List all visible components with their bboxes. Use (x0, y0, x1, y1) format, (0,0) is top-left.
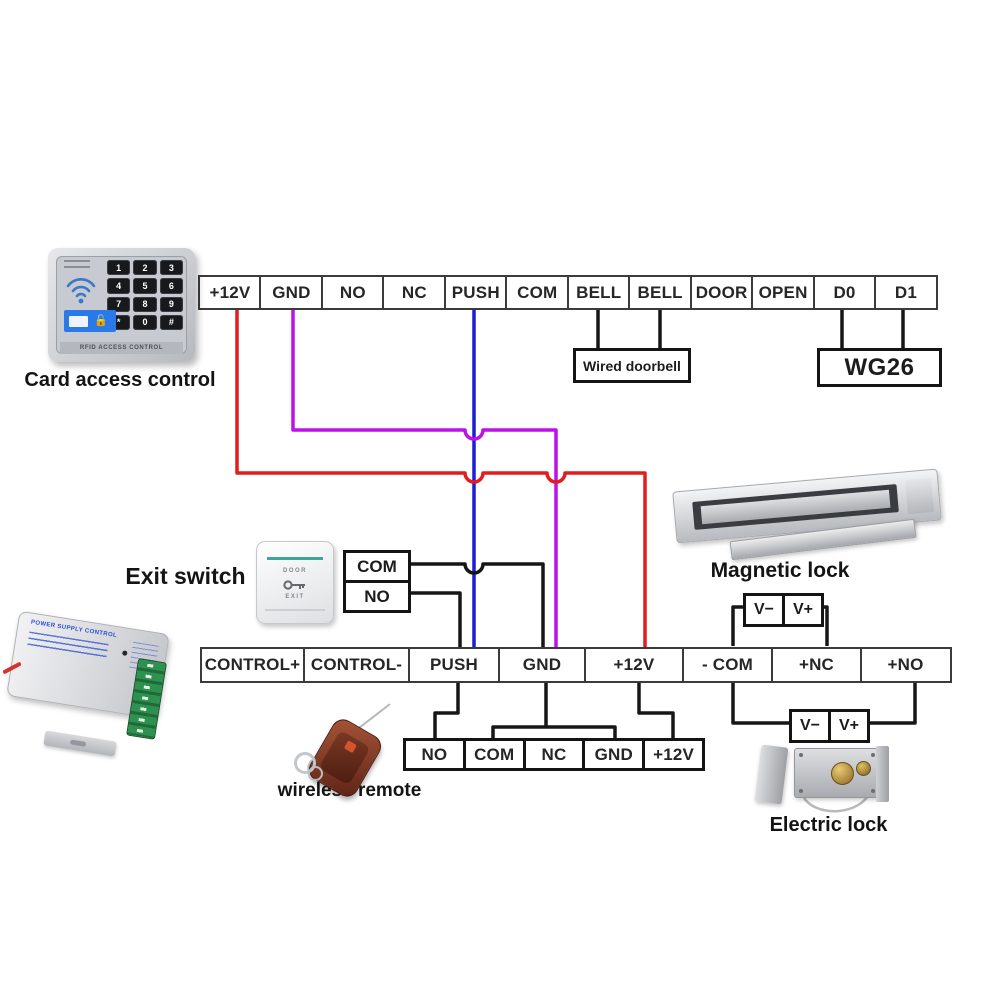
power-supply-unit: POWER SUPPLY CONTROL (2, 608, 179, 768)
keypad-key: 8 (133, 296, 157, 312)
terminal-cell: D1 (873, 275, 938, 310)
keypad-key: 0 (133, 314, 157, 330)
maglock-recess (692, 484, 899, 530)
electric-lock-terminals: V−V+ (789, 709, 870, 743)
terminal-cell: NO (403, 738, 466, 771)
key-icon (283, 580, 305, 590)
terminal-cell: V+ (782, 593, 824, 627)
keypad-key: 6 (159, 278, 183, 294)
magnetic-lock-label: Magnetic lock (710, 559, 850, 582)
terminal-cell: GND (259, 275, 324, 310)
wire-push-to-no (433, 683, 460, 739)
exit-switch-label: Exit switch (125, 563, 246, 589)
keypad-key: 3 (159, 260, 183, 276)
remote-keyring-small (308, 766, 323, 781)
wg26-box: WG26 (817, 348, 942, 387)
wireless-remote-device[interactable] (282, 698, 432, 801)
exit-switch-ridge (265, 609, 325, 611)
psu-mounting-bracket (43, 730, 117, 757)
magnetic-lock-terminals: V−V+ (743, 593, 824, 627)
card-access-label: Card access control (24, 369, 216, 391)
keypad-key: 5 (133, 278, 157, 294)
exit-switch-device[interactable]: DOOR EXIT (256, 541, 334, 624)
terminal-cell: +NC (771, 647, 862, 683)
wire-12v-to-12v (637, 683, 675, 739)
elock-side-plate (876, 746, 889, 802)
card-icon (69, 316, 88, 327)
terminal-cell: CONTROL- (302, 647, 411, 683)
terminal-cell: DOOR (689, 275, 754, 310)
maglock-core-plate (700, 489, 891, 525)
exit-switch-exit-text: EXIT (285, 594, 305, 600)
terminal-cell: +NO (859, 647, 952, 683)
wire-12v-red (235, 310, 647, 647)
electric-lock-label: Electric lock (769, 814, 888, 836)
wire-gnd-bus (491, 683, 617, 739)
lock-icon: 🔓 (94, 315, 108, 327)
terminal-cell: V+ (828, 709, 870, 743)
terminal-cell: BELL (566, 275, 631, 310)
keypad-key: 7 (107, 296, 131, 312)
terminal-cell: GND (497, 647, 587, 683)
terminal-cell: D0 (812, 275, 877, 310)
wire-vminus-upper (731, 605, 745, 646)
wire-exit-no (407, 591, 462, 647)
terminal-cell: CONTROL+ (200, 647, 305, 683)
terminal-cell: +12V (584, 647, 684, 683)
wired-doorbell-box: Wired doorbell (573, 348, 691, 383)
terminal-cell: BELL (628, 275, 693, 310)
psu-led (121, 650, 128, 656)
terminal-cell: COM (462, 738, 526, 771)
magnetic-lock-device (666, 468, 966, 562)
exit-switch-stripe (267, 557, 323, 560)
terminal-cell: COM (343, 550, 411, 583)
elock-body (794, 748, 880, 798)
terminal-cell: PUSH (443, 275, 508, 310)
remote-keyring (294, 752, 316, 774)
wire-exit-com (407, 562, 545, 647)
elock-cable (802, 795, 870, 813)
terminal-cell: OPEN (751, 275, 816, 310)
keypad-status-leds (64, 260, 90, 268)
keypad-brand-strip: RFID ACCESS CONTROL (60, 342, 183, 354)
terminal-cell: NC (522, 738, 586, 771)
keypad-key: 9 (159, 296, 183, 312)
terminal-cell: NO (320, 275, 385, 310)
rfid-signal-icon (66, 278, 96, 304)
terminal-cell: NC (382, 275, 447, 310)
terminal-cell: PUSH (408, 647, 500, 683)
wire-gnd-purple (291, 310, 558, 647)
terminal-cell: GND (582, 738, 646, 771)
keypad-key: 4 (107, 278, 131, 294)
terminal-cell: - COM (681, 647, 774, 683)
wire-vplus-to-no (858, 683, 917, 725)
maglock-end-cap (905, 478, 935, 515)
remote-panel (318, 729, 371, 786)
keypad-key: 1 (107, 260, 131, 276)
terminal-cell: +12V (642, 738, 705, 771)
elock-cylinder (831, 762, 854, 785)
exit-switch-door-text: DOOR (283, 568, 307, 574)
keypad-key: # (159, 314, 183, 330)
card-reader-screen: 🔓 (64, 310, 116, 332)
terminal-cell: COM (505, 275, 570, 310)
wire-com-to-vminus (731, 683, 790, 725)
terminal-cell: V− (743, 593, 785, 627)
terminal-cell: NO (343, 580, 411, 613)
electric-lock-device (752, 736, 902, 816)
terminal-cell: +12V (198, 275, 262, 310)
elock-knob (856, 761, 871, 776)
keypad-key: 2 (133, 260, 157, 276)
